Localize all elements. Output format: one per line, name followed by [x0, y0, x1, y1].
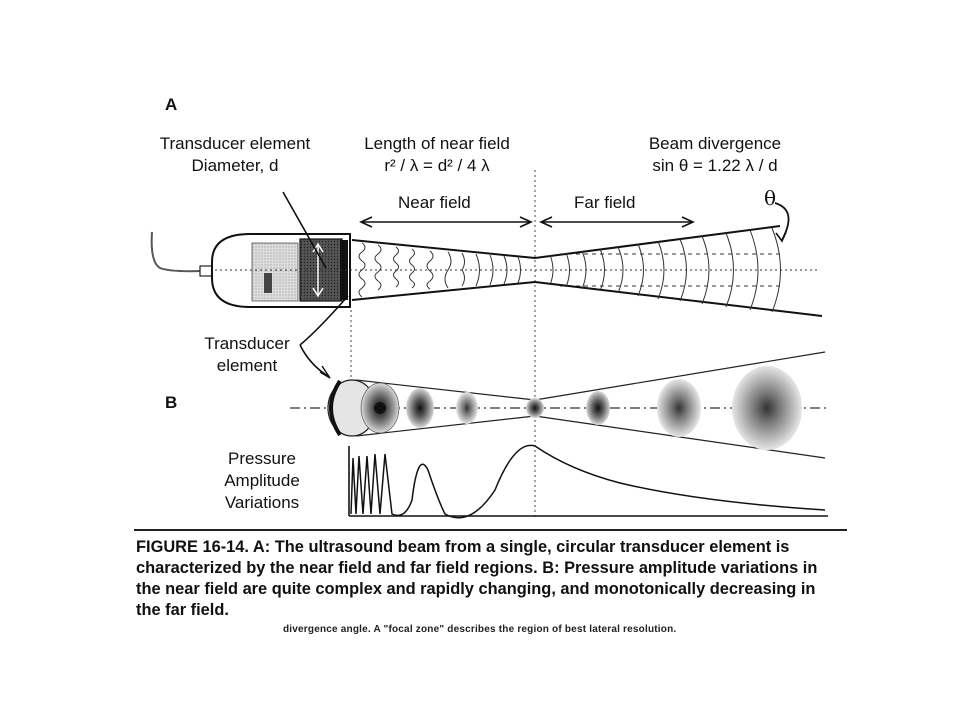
cable-connector — [199, 265, 213, 277]
element-pointer — [299, 295, 349, 346]
far-field-wavefronts — [549, 227, 781, 313]
figure-caption: FIGURE 16-14. A: The ultrasound beam fro… — [136, 537, 836, 621]
pressure-label-line3: Variations — [224, 493, 300, 512]
panel-a-label: A — [165, 95, 178, 114]
caption-divider — [134, 529, 847, 531]
pressure-label-line1: Pressure — [227, 449, 297, 468]
caption-b-text: Pressure amplitude variations in the nea… — [136, 559, 818, 619]
transducer-header-line2: Diameter, d — [191, 156, 279, 175]
caption-a-text: The ultrasound beam from a single, circu… — [136, 538, 790, 577]
transducer-element-label: Transducer element — [192, 333, 302, 377]
transducer-element-line2: element — [216, 356, 278, 375]
transducer-element-line1: Transducer — [204, 334, 290, 353]
transducer-header-line1: Transducer element — [159, 134, 311, 153]
panel-b-label: B — [165, 393, 178, 412]
beam-spot — [456, 392, 478, 424]
beam-spot — [586, 391, 610, 425]
beam-spot — [732, 366, 802, 450]
near-field-label: Near field — [398, 193, 471, 212]
divergence-header-line2: sin θ = 1.22 λ / d — [652, 156, 778, 175]
theta-label: θ — [764, 186, 777, 210]
figure-number: FIGURE 16-14. — [136, 538, 249, 556]
beam-spot — [657, 379, 701, 437]
backing-block — [251, 242, 299, 302]
far-field-label: Far field — [574, 193, 636, 212]
divergence-header: Beam divergence sin θ = 1.22 λ / d — [630, 133, 800, 177]
near-field-wavefronts — [358, 242, 521, 298]
pressure-label: Pressure Amplitude Variations — [206, 448, 318, 514]
pressure-curve — [350, 444, 826, 519]
pressure-label-line2: Amplitude — [224, 471, 300, 490]
transducer-header: Transducer element Diameter, d — [152, 133, 318, 177]
beam-spot — [406, 388, 434, 428]
near-field-header: Length of near field r² / λ = d² / 4 λ — [354, 133, 520, 177]
divergence-header-line1: Beam divergence — [648, 134, 782, 153]
diameter-pointer — [282, 191, 327, 269]
near-field-header-line1: Length of near field — [364, 134, 510, 153]
caption-a-label: A: — [252, 538, 271, 556]
cable — [150, 231, 203, 273]
caption-b-label: B: — [542, 559, 560, 577]
cutoff-text-line: divergence angle. A "focal zone" describ… — [283, 624, 677, 635]
near-field-header-line2: r² / λ = d² / 4 λ — [384, 156, 490, 175]
beam-spot — [526, 398, 544, 418]
